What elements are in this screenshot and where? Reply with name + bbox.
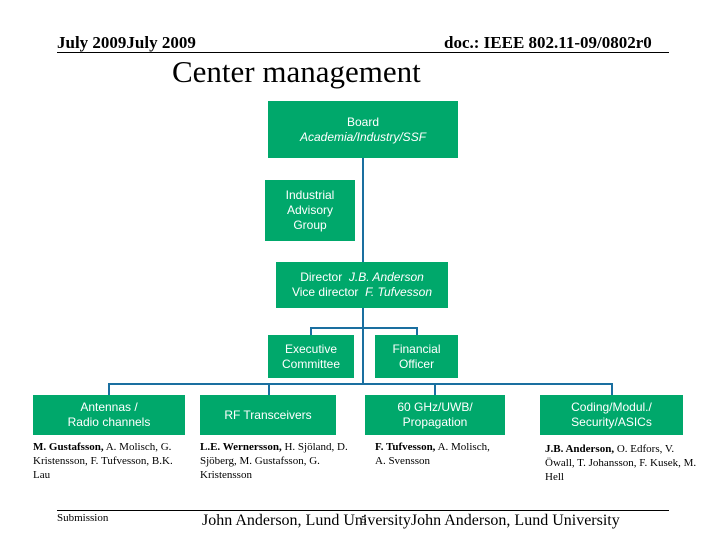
advisory-box: Industrial Advisory Group <box>265 180 355 241</box>
group-box-rf: RF Transceivers <box>200 395 336 435</box>
groups-bus-line <box>108 383 613 385</box>
group-lead: F. Tufvesson, <box>375 441 436 453</box>
group-members-60ghz: F. Tufvesson, A. Molisch, A. Svensson <box>375 440 493 468</box>
group-label-line2: Radio channels <box>67 415 151 429</box>
group-label-line1: 60 GHz/UWB/ <box>397 400 473 414</box>
financial-line1: Financial <box>392 341 441 356</box>
header-rule <box>57 52 669 53</box>
group-members-antennas: M. Gustafsson, A. Molisch, G. Kristensso… <box>33 440 191 482</box>
group-box-coding: Coding/Modul./ Security/ASICs <box>540 395 683 435</box>
page-title: Center management <box>172 54 421 89</box>
advisory-line3: Group <box>293 218 327 232</box>
executive-committee-box: Executive Committee <box>268 335 354 378</box>
exec-branch-line <box>310 327 418 329</box>
financial-officer-box: Financial Officer <box>375 335 458 378</box>
group-box-antennas: Antennas / Radio channels <box>33 395 185 435</box>
group-lead: J.B. Anderson, <box>545 443 615 455</box>
board-members: Academia/Industry/SSF <box>299 129 427 144</box>
group-member-list: O. Edfors, V. Öwall, T. Johansson, F. Ku… <box>545 443 697 483</box>
group3-stub-line <box>434 383 436 395</box>
executive-line2: Committee <box>281 356 340 371</box>
group1-stub-line <box>108 383 110 395</box>
group-lead: M. Gustafsson, <box>33 441 104 453</box>
group-member-list: H. Sjöland, D. Sjöberg, M. Gustafsson, G… <box>200 441 348 481</box>
group-box-60ghz: 60 GHz/UWB/ Propagation <box>365 395 505 435</box>
group-label-line2: Propagation <box>402 415 468 429</box>
group-member-list: A. Molisch, A. Svensson <box>375 441 490 467</box>
group-label-line1: RF Transceivers <box>224 407 312 422</box>
group-members-coding: J.B. Anderson, O. Edfors, V. Öwall, T. J… <box>545 442 701 484</box>
group-member-list: A. Molisch, G. Kristensson, F. Tufvesson… <box>33 441 173 481</box>
fin-stub-line <box>416 327 418 335</box>
group-label-line1: Coding/Modul./ <box>571 400 652 414</box>
group-label-line2: Security/ASICs <box>571 415 652 429</box>
footer-author: John Anderson, Lund UniversityJohn Ander… <box>202 512 620 529</box>
financial-line2: Officer <box>398 356 435 371</box>
exec-stub-line <box>310 327 312 335</box>
footer-page-number: 5 <box>361 514 367 526</box>
group2-stub-line <box>268 383 270 395</box>
group-members-rf: L.E. Wernersson, H. Sjöland, D. Sjöberg,… <box>200 440 370 482</box>
board-box: Board Academia/Industry/SSF <box>268 101 458 158</box>
footer-submission: Submission <box>57 512 109 524</box>
group-lead: L.E. Wernersson, <box>200 441 282 453</box>
vice-director-label: Vice director <box>291 285 359 299</box>
advisory-line1: Industrial <box>285 188 335 202</box>
director-name: J.B. Anderson <box>348 270 424 284</box>
group-label-line1: Antennas / <box>80 400 138 414</box>
footer-rule <box>57 510 669 511</box>
advisory-line2: Advisory <box>286 203 333 217</box>
vice-director-name: F. Tufvesson <box>365 285 433 299</box>
executive-line1: Executive <box>284 341 338 356</box>
director-label: Director <box>300 270 343 284</box>
board-label: Board <box>346 114 380 129</box>
header-date: July 2009July 2009 <box>57 33 196 52</box>
header-doc-id: doc.: IEEE 802.11-09/0802r0 <box>444 33 652 52</box>
director-box: Director J.B. Anderson Vice director F. … <box>276 262 448 308</box>
group4-stub-line <box>611 383 613 395</box>
